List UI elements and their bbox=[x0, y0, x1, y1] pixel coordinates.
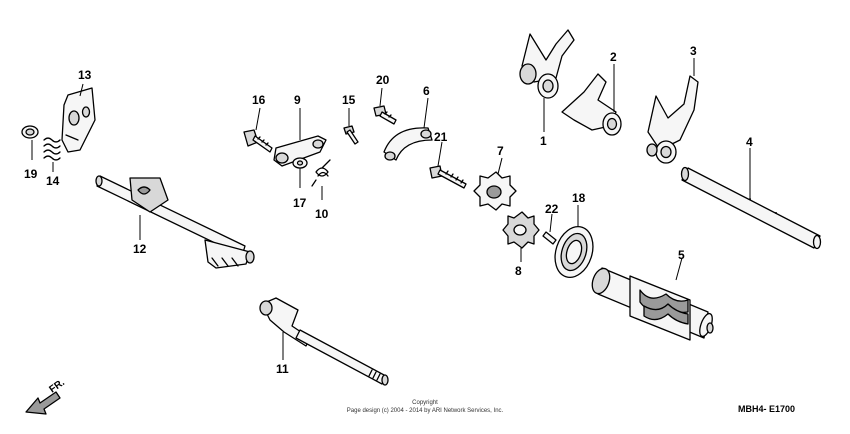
callout-15: 15 bbox=[342, 93, 356, 107]
callout-21: 21 bbox=[434, 130, 448, 144]
callout-4: 4 bbox=[746, 135, 753, 149]
part-2-shift-fork[interactable] bbox=[561, 73, 622, 136]
part-15-bolt[interactable] bbox=[343, 125, 359, 145]
part-16-bolt[interactable] bbox=[243, 129, 273, 153]
copyright-line-2: Page design (c) 2004 - 2014 by ARI Netwo… bbox=[347, 408, 504, 414]
part-21-bolt[interactable] bbox=[429, 165, 467, 189]
leader-13 bbox=[79, 83, 84, 97]
part-3-shift-fork[interactable] bbox=[646, 75, 699, 164]
front-indicator: FR. bbox=[25, 377, 67, 415]
part-10-return-spring[interactable] bbox=[311, 159, 331, 187]
callout-5: 5 bbox=[678, 248, 685, 262]
callout-1: 1 bbox=[540, 134, 547, 148]
callout-11: 11 bbox=[276, 362, 289, 376]
leader-6 bbox=[423, 97, 429, 129]
part-9-stopper-arm[interactable] bbox=[273, 135, 327, 167]
callout-2: 2 bbox=[610, 50, 617, 64]
part-14-spring[interactable] bbox=[43, 137, 61, 161]
part-12-gearshift-spindle[interactable] bbox=[95, 175, 255, 269]
copyright-line-1: Copyright bbox=[412, 400, 438, 406]
part-22-dowel-pin[interactable] bbox=[542, 231, 557, 245]
part-1-shift-fork[interactable] bbox=[519, 29, 575, 99]
part-19-collar[interactable] bbox=[21, 125, 39, 139]
callout-10: 10 bbox=[315, 207, 329, 221]
callout-13: 13 bbox=[78, 68, 92, 82]
callout-9: 9 bbox=[294, 93, 301, 107]
front-arrow-icon bbox=[25, 391, 61, 415]
part-6-stopper-plate[interactable] bbox=[383, 127, 433, 161]
callout-6: 6 bbox=[423, 84, 430, 98]
callout-16: 16 bbox=[252, 93, 266, 107]
part-18-bearing[interactable] bbox=[549, 222, 599, 283]
callout-18: 18 bbox=[572, 191, 586, 205]
leader-7 bbox=[497, 157, 503, 175]
callout-14: 14 bbox=[46, 174, 60, 188]
callout-17: 17 bbox=[293, 196, 307, 210]
callout-22: 22 bbox=[545, 202, 559, 216]
part-4-fork-shaft[interactable] bbox=[680, 166, 822, 250]
callout-8: 8 bbox=[515, 264, 522, 278]
part-11-spindle[interactable] bbox=[259, 297, 389, 386]
leader-5 bbox=[675, 257, 683, 281]
callout-20: 20 bbox=[376, 73, 390, 87]
diagram-code: MBH4- E1700 bbox=[738, 404, 795, 414]
part-20-bolt[interactable] bbox=[373, 105, 397, 125]
leader-20 bbox=[379, 87, 383, 107]
callout-7: 7 bbox=[497, 144, 504, 158]
part-7-drum-center[interactable] bbox=[473, 171, 517, 211]
callout-19: 19 bbox=[24, 167, 38, 181]
part-13-stopper-plate[interactable] bbox=[61, 87, 96, 153]
part-5-shift-drum[interactable] bbox=[589, 266, 715, 341]
callout-12: 12 bbox=[133, 242, 147, 256]
part-17-washer[interactable] bbox=[292, 157, 308, 169]
leader-21 bbox=[437, 141, 443, 167]
callout-3: 3 bbox=[690, 44, 697, 58]
leader-22 bbox=[549, 213, 553, 233]
leader-16 bbox=[255, 107, 261, 131]
part-8-plate[interactable] bbox=[502, 211, 540, 249]
front-label: FR. bbox=[47, 377, 67, 395]
